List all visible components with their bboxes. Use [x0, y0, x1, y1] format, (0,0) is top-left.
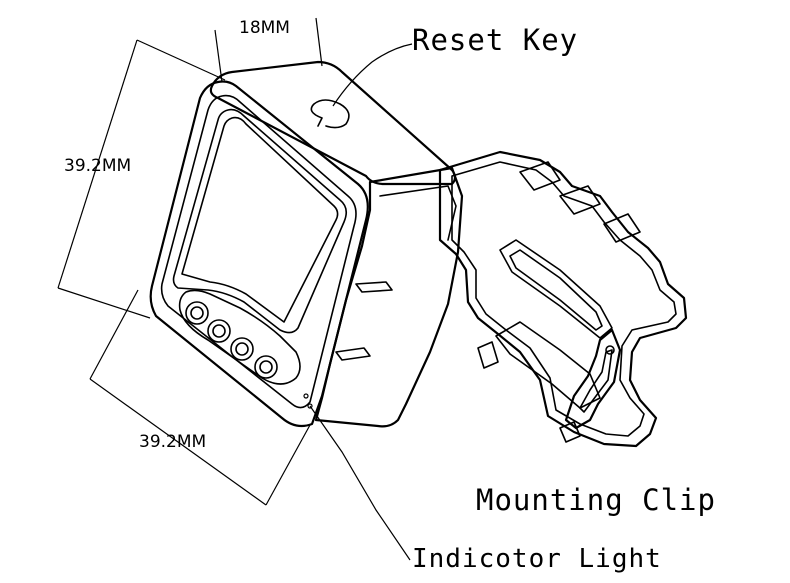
dimension-depth: 18MM: [214, 17, 323, 83]
depth-label: 18MM: [239, 18, 290, 38]
device-body: [149, 60, 464, 428]
height-label: 39.2MM: [64, 156, 131, 176]
mounting-clip-label: Mounting Clip: [476, 483, 716, 517]
reset-key-icon: [310, 99, 350, 129]
mounting-clip: [438, 150, 688, 448]
indicator-light-icon: [303, 393, 309, 399]
indicator-light-label: Indicotor Light: [412, 544, 662, 574]
dimension-width: 39.2MM: [89, 289, 311, 506]
dimension-height: 39.2MM: [57, 39, 226, 319]
indicator-light-leader: [309, 405, 411, 561]
reset-key-label: Reset Key: [412, 23, 578, 57]
width-label: 39.2MM: [139, 432, 206, 452]
reset-key-leader: [332, 43, 413, 107]
